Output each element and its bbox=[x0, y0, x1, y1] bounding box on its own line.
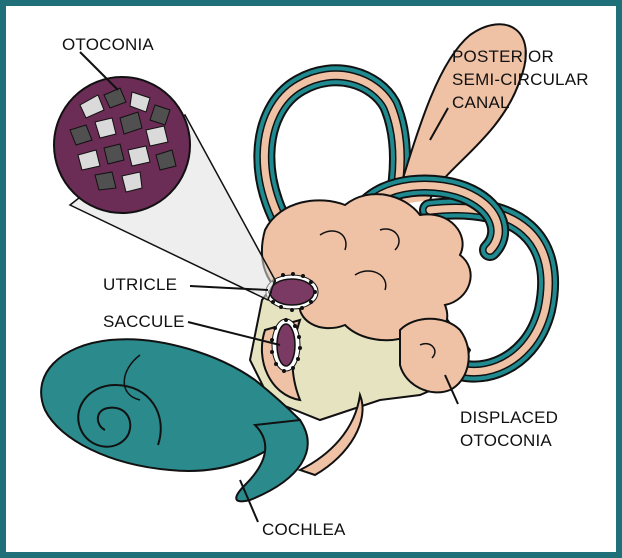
posterior-canal-label-line1: POSTERIOR bbox=[452, 46, 554, 68]
posterior-canal-label-line2: SEMI-CIRCULAR bbox=[452, 69, 589, 91]
displaced-otoconia-label-line2: OTOCONIA bbox=[460, 430, 552, 452]
otoconia-inset bbox=[54, 77, 190, 213]
posterior-canal-label-line3: CANAL bbox=[452, 92, 510, 114]
utricle-label: UTRICLE bbox=[103, 274, 177, 296]
otoconia-label: OTOCONIA bbox=[62, 34, 154, 56]
saccule-label: SACCULE bbox=[103, 311, 185, 333]
displaced-otoconia-label-line1: DISPLACED bbox=[460, 407, 558, 429]
cochlea-label: COCHLEA bbox=[262, 519, 346, 541]
